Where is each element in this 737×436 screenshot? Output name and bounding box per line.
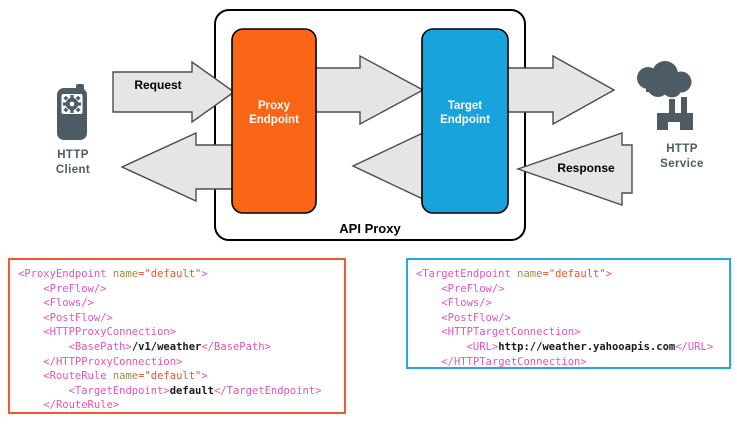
proxy-endpoint-box[interactable] — [231, 28, 317, 214]
cloud-factory-icon — [637, 61, 693, 131]
http-service-caption-line2: Service — [660, 157, 704, 170]
proxy-endpoint-code-block: <ProxyEndpoint name="default"> <PreFlow/… — [8, 258, 346, 414]
target-endpoint-box[interactable] — [421, 28, 509, 214]
request-arrow — [112, 60, 236, 124]
target-to-service-arrow — [499, 54, 616, 126]
api-proxy-title: API Proxy — [339, 221, 401, 236]
http-service-caption-line1: HTTP — [666, 143, 698, 155]
http-client-caption-line2: Client — [55, 163, 91, 176]
target-endpoint-code-block: <TargetEndpoint name="default"> <PreFlow… — [406, 258, 731, 369]
service-to-target-arrow — [515, 132, 633, 206]
http-service-caption: HTTP Service — [634, 142, 730, 172]
http-client-caption: HTTP Client — [25, 148, 121, 178]
mobile-phone-gear-icon — [57, 84, 87, 140]
target-endpoint-code-text: <TargetEndpoint name="default"> <PreFlow… — [416, 268, 714, 368]
proxy-endpoint-code-text: <ProxyEndpoint name="default"> <PreFlow/… — [18, 268, 322, 412]
api-proxy-diagram — [57, 9, 693, 241]
http-client-caption-line1: HTTP — [57, 149, 89, 161]
response-arrow-label: Response — [557, 161, 615, 175]
request-arrow-label: Request — [134, 78, 182, 92]
